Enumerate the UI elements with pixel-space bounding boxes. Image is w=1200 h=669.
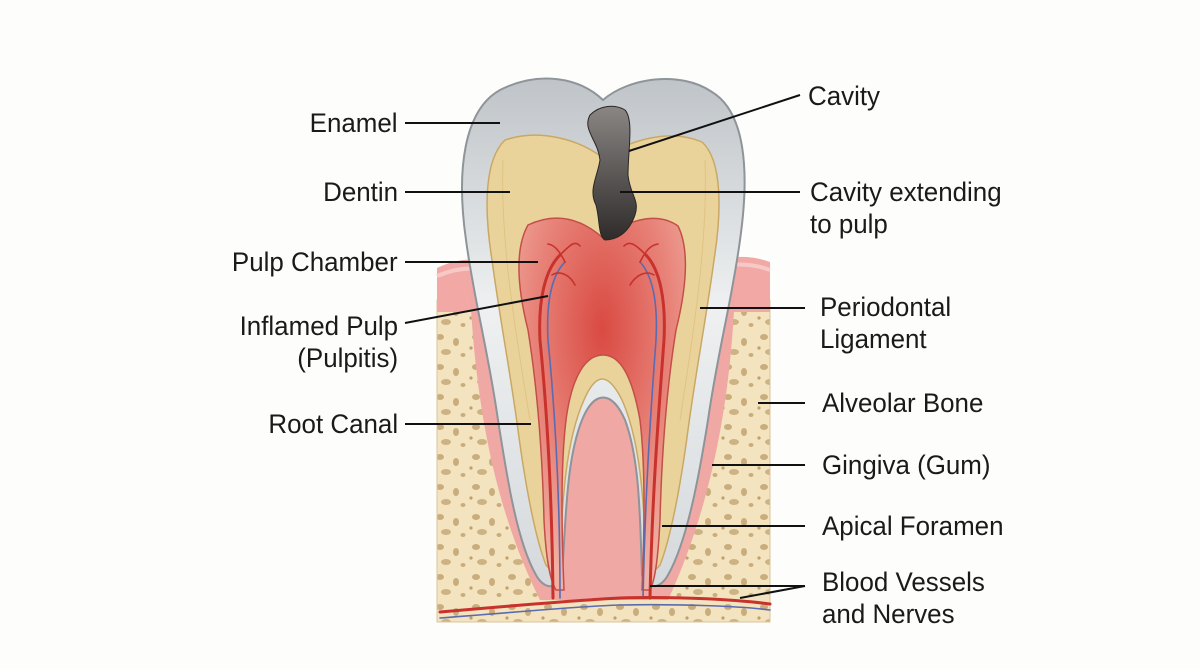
label-inflamed-pulp: Inflamed Pulp (Pulpitis) [239,310,398,374]
label-enamel: Enamel [310,108,398,138]
label-cavity-extending-line1: Cavity extending [810,177,1002,207]
label-periodontal-ligament: Periodontal Ligament [820,291,951,355]
label-apical-foramen: Apical Foramen [822,511,1004,541]
label-cavity-extending-line2: to pulp [810,209,888,239]
label-cavity-extending: Cavity extending to pulp [810,176,1002,240]
blood-vessels-and-nerves [438,242,772,619]
pulp-chamber [518,217,687,591]
cavity [587,105,637,241]
label-gingiva: Gingiva (Gum) [822,450,991,480]
label-alveolar-bone: Alveolar Bone [822,388,984,418]
label-cavity: Cavity [808,81,881,111]
label-blood-vessels: Blood Vessels and Nerves [822,566,985,630]
label-periodontal-line2: Ligament [820,324,927,354]
label-root-canal: Root Canal [268,409,398,439]
leader-lines [404,94,806,599]
label-pulp-chamber: Pulp Chamber [232,247,398,277]
label-blood-vessels-line2: and Nerves [822,599,955,629]
label-dentin: Dentin [323,177,398,207]
label-inflamed-pulp-line2: (Pulpitis) [297,343,398,373]
label-periodontal-line1: Periodontal [820,292,952,322]
label-inflamed-pulp-line1: Inflamed Pulp [239,311,398,341]
label-blood-vessels-line1: Blood Vessels [822,567,985,597]
